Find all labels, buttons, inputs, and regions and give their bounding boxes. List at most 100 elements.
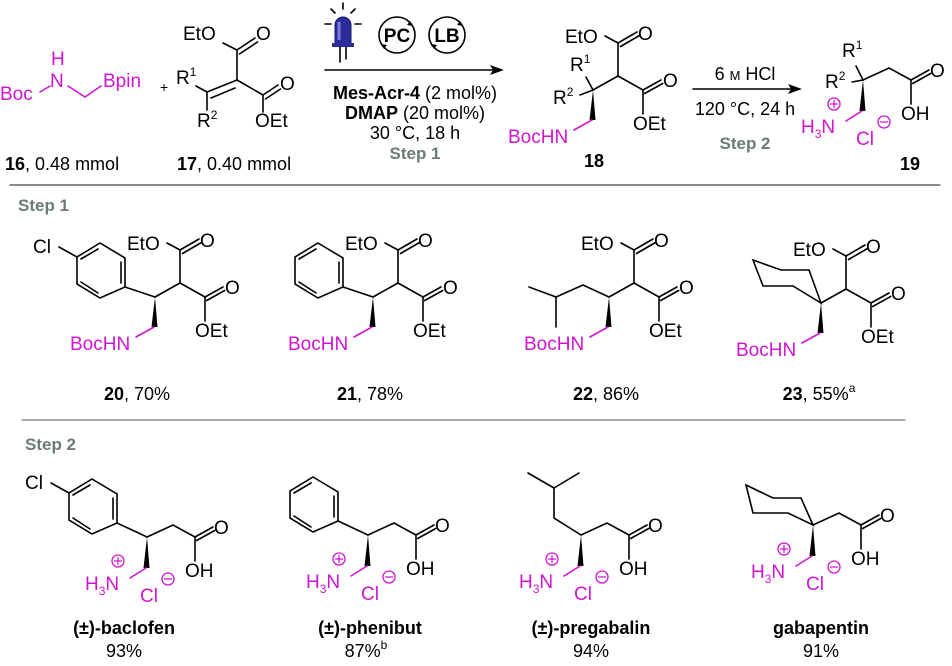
- bond: [382, 570, 396, 584]
- chloride-label: Cl: [806, 574, 824, 595]
- pregabalin-name: (±)-pregabalin: [532, 618, 651, 638]
- bochn-label: BocHN: [524, 334, 584, 355]
- bond: [337, 520, 369, 536]
- bond: [72, 517, 91, 530]
- bond: [619, 34, 641, 48]
- oet-label: OEt: [413, 321, 446, 342]
- negative-charge-icon: [382, 570, 396, 584]
- base-line: DMAP (20 mol%): [345, 103, 485, 123]
- bond: [617, 75, 644, 91]
- o-label: O: [891, 284, 906, 305]
- conditions-line: 30 °C, 18 h: [370, 123, 460, 143]
- compound-23: BocHN EtO O O OEt 23, 55%a: [736, 237, 906, 404]
- o-label: O: [930, 61, 945, 82]
- r2-label: R2: [553, 85, 574, 109]
- baclofen: Cl H3N Cl O OH (±)-baclofen 93%: [25, 473, 229, 661]
- diester-core: BocHN EtO O O OEt: [70, 231, 240, 355]
- eto-label: EtO: [581, 234, 614, 255]
- bond: [595, 570, 609, 584]
- cyclohexane-ring: [751, 258, 823, 305]
- h3n-label: H3N: [751, 562, 785, 586]
- bond: [293, 515, 312, 528]
- bond: [795, 555, 813, 567]
- compound-16-label: 16, 0.48 mmol: [5, 154, 119, 174]
- bond: [350, 565, 368, 577]
- bond: [827, 97, 841, 111]
- phenibut-yield: 87%b: [345, 638, 388, 661]
- o-label: O: [225, 278, 240, 299]
- eto-label: EtO: [127, 234, 160, 255]
- bond: [330, 8, 336, 14]
- bond: [206, 79, 238, 93]
- bond: [135, 326, 155, 338]
- bond: [342, 286, 374, 298]
- pregabalin-yield: 94%: [573, 641, 609, 661]
- bond: [812, 512, 862, 526]
- oh-label: OH: [901, 104, 930, 125]
- gabapentin-name: gabapentin: [773, 618, 869, 638]
- compound-17: R1 EtO O O OEt R2 17, 0.40 mmol: [176, 24, 295, 174]
- cl-label: Cl: [33, 237, 51, 258]
- step1-arrow: PC LB Mes-Acr-4 (2 mol%) DMAP (20 mol%) …: [324, 2, 504, 163]
- phenyl-group: [289, 476, 369, 536]
- compound-22: BocHN EtO O O OEt 22, 86%: [524, 231, 694, 404]
- bond: [832, 248, 847, 257]
- bond: [262, 84, 279, 96]
- wedge-bond: [859, 80, 866, 111]
- bond: [428, 16, 466, 54]
- bond: [67, 85, 86, 98]
- bond: [124, 286, 156, 298]
- o-label: O: [200, 231, 215, 252]
- compound-21-label: 21, 78%: [337, 384, 403, 404]
- negative-charge-icon: [877, 115, 891, 129]
- wedge-bond: [589, 90, 596, 120]
- bond: [744, 483, 815, 527]
- bond: [58, 246, 78, 258]
- bond: [457, 21, 463, 26]
- bond: [334, 16, 352, 45]
- bond: [332, 552, 346, 566]
- phenyl-group: [294, 242, 374, 299]
- bond: [179, 282, 206, 298]
- oet-label: OEt: [649, 321, 682, 342]
- bond: [910, 69, 930, 81]
- bond: [161, 572, 175, 586]
- isobutyl-group: [527, 472, 582, 536]
- bond: [861, 517, 882, 530]
- bond: [195, 85, 208, 93]
- o-label: O: [443, 278, 458, 299]
- bond: [851, 79, 864, 83]
- isobutyl-group: [528, 284, 610, 328]
- wedge-bond: [577, 535, 584, 566]
- diester-core: BocHN EtO O O OEt: [524, 231, 694, 355]
- bond: [80, 281, 99, 294]
- bond: [116, 522, 148, 538]
- step1-arrow-label: Step 1: [389, 144, 440, 163]
- oh-label: OH: [406, 559, 435, 580]
- bond: [635, 241, 657, 255]
- positive-charge-icon: [777, 542, 791, 556]
- o-label: O: [214, 518, 229, 539]
- bond: [633, 238, 654, 251]
- bond: [604, 35, 619, 44]
- o-label: O: [435, 516, 450, 537]
- oet-label: OEt: [861, 327, 894, 348]
- bond: [298, 248, 317, 260]
- bond: [845, 244, 866, 257]
- wedge-bond: [369, 297, 376, 327]
- n-label: N: [50, 71, 64, 92]
- bond: [553, 472, 580, 489]
- conditions-line: 120 °C, 24 h: [695, 99, 795, 119]
- arrowhead: [788, 84, 802, 94]
- bond: [877, 115, 891, 129]
- bond: [528, 284, 610, 298]
- lb-label: LB: [434, 26, 459, 47]
- bond: [643, 82, 664, 95]
- negative-charge-icon: [161, 572, 175, 586]
- o-label: O: [418, 231, 433, 252]
- bond: [658, 286, 678, 298]
- bond: [298, 281, 317, 294]
- phenibut-name: (±)-phenibut: [318, 618, 422, 638]
- bond: [372, 249, 399, 298]
